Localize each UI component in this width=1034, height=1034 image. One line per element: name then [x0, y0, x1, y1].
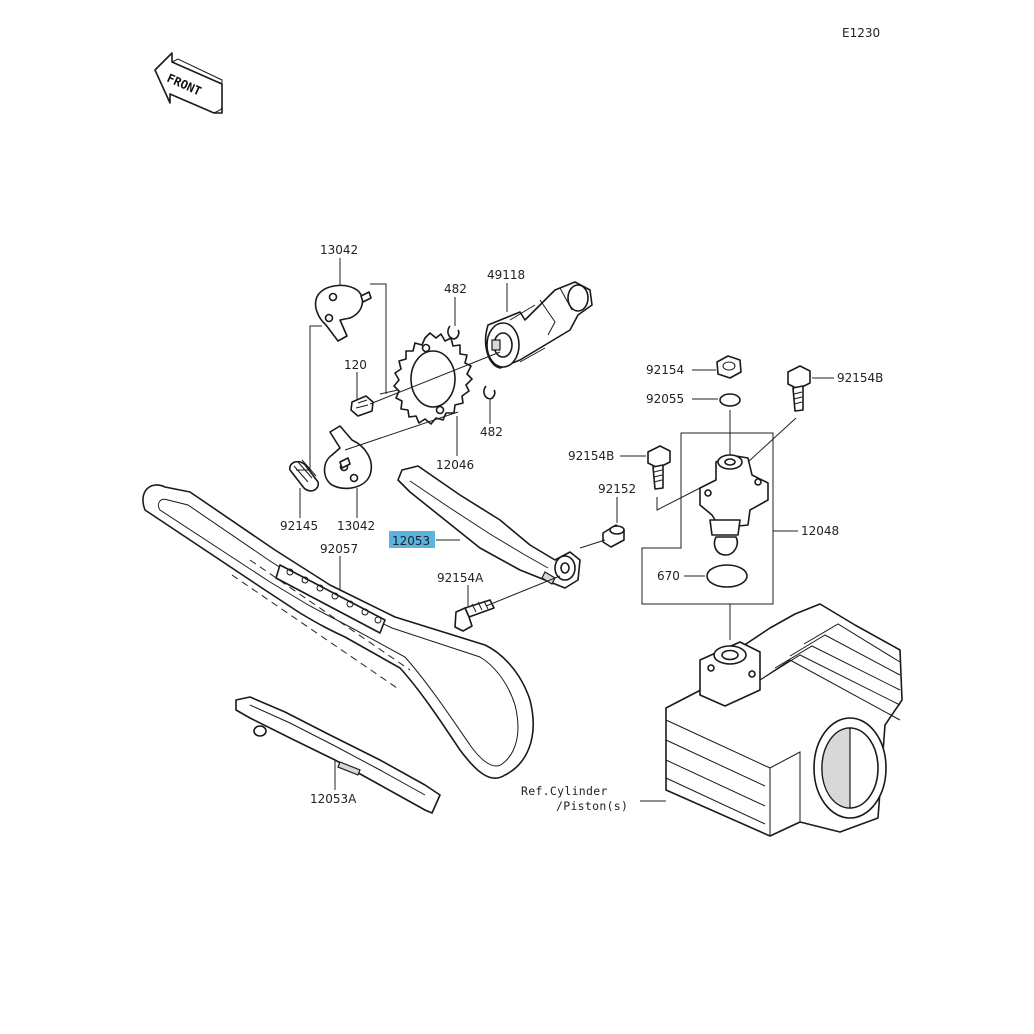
o-ring-92055 — [719, 393, 741, 407]
label-13042-bottom: 13042 — [337, 519, 375, 533]
label-670: 670 — [657, 569, 680, 583]
label-482-bottom: 482 — [480, 425, 503, 439]
ref-cylinder-line2: /Piston(s) — [556, 799, 628, 813]
label-92057: 92057 — [320, 542, 358, 556]
weight-13042-bottom — [323, 425, 372, 490]
label-12053-highlight — [389, 531, 435, 548]
label-13042-top: 13042 — [320, 243, 358, 257]
chain-guide-12053A — [235, 696, 441, 814]
label-92154: 92154 — [646, 363, 684, 377]
label-12046: 12046 — [436, 458, 474, 472]
tensioner-guide-12053 — [397, 465, 581, 589]
label-482-top: 482 — [444, 282, 467, 296]
label-92055: 92055 — [646, 392, 684, 406]
o-ring-670 — [706, 564, 748, 588]
weight-13042-top — [314, 284, 372, 342]
chain-links — [275, 564, 386, 634]
bolt-92154B-left — [647, 445, 671, 490]
part-labels: 13042 49118 482 120 482 12046 92145 1304… — [280, 243, 883, 813]
spring-92145 — [289, 459, 320, 492]
ref-cylinder-line1: Ref.Cylinder — [521, 784, 608, 798]
label-92152: 92152 — [598, 482, 636, 496]
bolt-92154B-right — [787, 365, 811, 412]
cylinder-block — [665, 603, 903, 837]
label-49118: 49118 — [487, 268, 525, 282]
label-92154B-left: 92154B — [568, 449, 614, 463]
pin-92152 — [602, 524, 625, 548]
label-12048: 12048 — [801, 524, 839, 538]
label-92145: 92145 — [280, 519, 318, 533]
camshaft-49118 — [484, 281, 593, 369]
diagram-code: E1230 — [842, 26, 880, 40]
label-12053: 12053 — [392, 534, 430, 548]
cam-chain — [142, 484, 534, 779]
label-92154A: 92154A — [437, 571, 484, 585]
label-120: 120 — [344, 358, 367, 372]
bolt-92154A — [454, 599, 495, 632]
nut-92154 — [716, 355, 742, 379]
label-92154B-right: 92154B — [837, 371, 883, 385]
label-12053A: 12053A — [310, 792, 357, 806]
tensioner-body-12048 — [699, 454, 769, 556]
front-arrow-icon: FRONT — [154, 52, 223, 114]
bolt-120 — [350, 395, 374, 417]
retainer-482-top — [447, 325, 460, 340]
retainer-482-bottom — [483, 385, 496, 400]
leader-lines — [296, 258, 834, 802]
